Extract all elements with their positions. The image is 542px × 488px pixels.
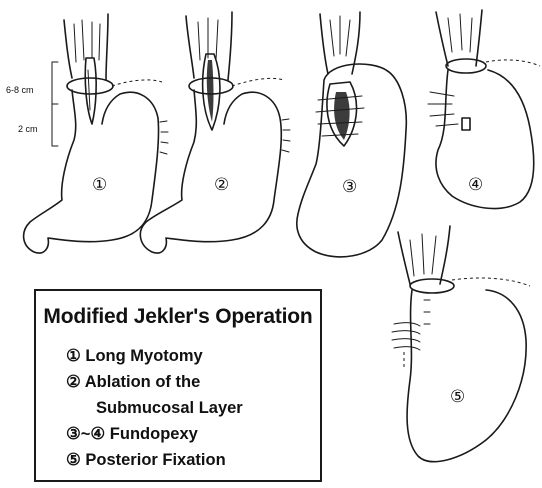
- legend-item-posterior-fixation: ⑤ Posterior Fixation: [66, 447, 243, 473]
- legend-box: Modified Jekler's Operation ① Long Myoto…: [34, 289, 322, 482]
- stomach-figure-2: ②: [140, 12, 290, 253]
- step-label-4: ④: [468, 175, 483, 195]
- measure-upper-label: 6-8 cm: [6, 85, 34, 95]
- stomach-figure-5: ⑤: [392, 226, 530, 462]
- stomach-figure-1: 6-8 cm 2 cm ①: [6, 14, 168, 253]
- step-label-2: ②: [214, 175, 229, 195]
- stomach-figure-4: ④: [428, 10, 540, 209]
- measure-lower-label: 2 cm: [18, 124, 38, 134]
- step-label-3: ③: [342, 177, 357, 197]
- legend-item-fundopexy: ③~④ Fundopexy: [66, 421, 243, 447]
- legend-item-submucosal: Submucosal Layer: [66, 395, 243, 421]
- step-label-5: ⑤: [450, 387, 465, 407]
- step-label-1: ①: [92, 175, 107, 195]
- legend-item-ablation: ② Ablation of the: [66, 369, 243, 395]
- legend-item-long-myotomy: ① Long Myotomy: [66, 343, 243, 369]
- legend-list: ① Long Myotomy ② Ablation of the Submuco…: [66, 343, 243, 473]
- stomach-figure-3: ③: [297, 12, 407, 257]
- legend-title: Modified Jekler's Operation: [36, 305, 320, 329]
